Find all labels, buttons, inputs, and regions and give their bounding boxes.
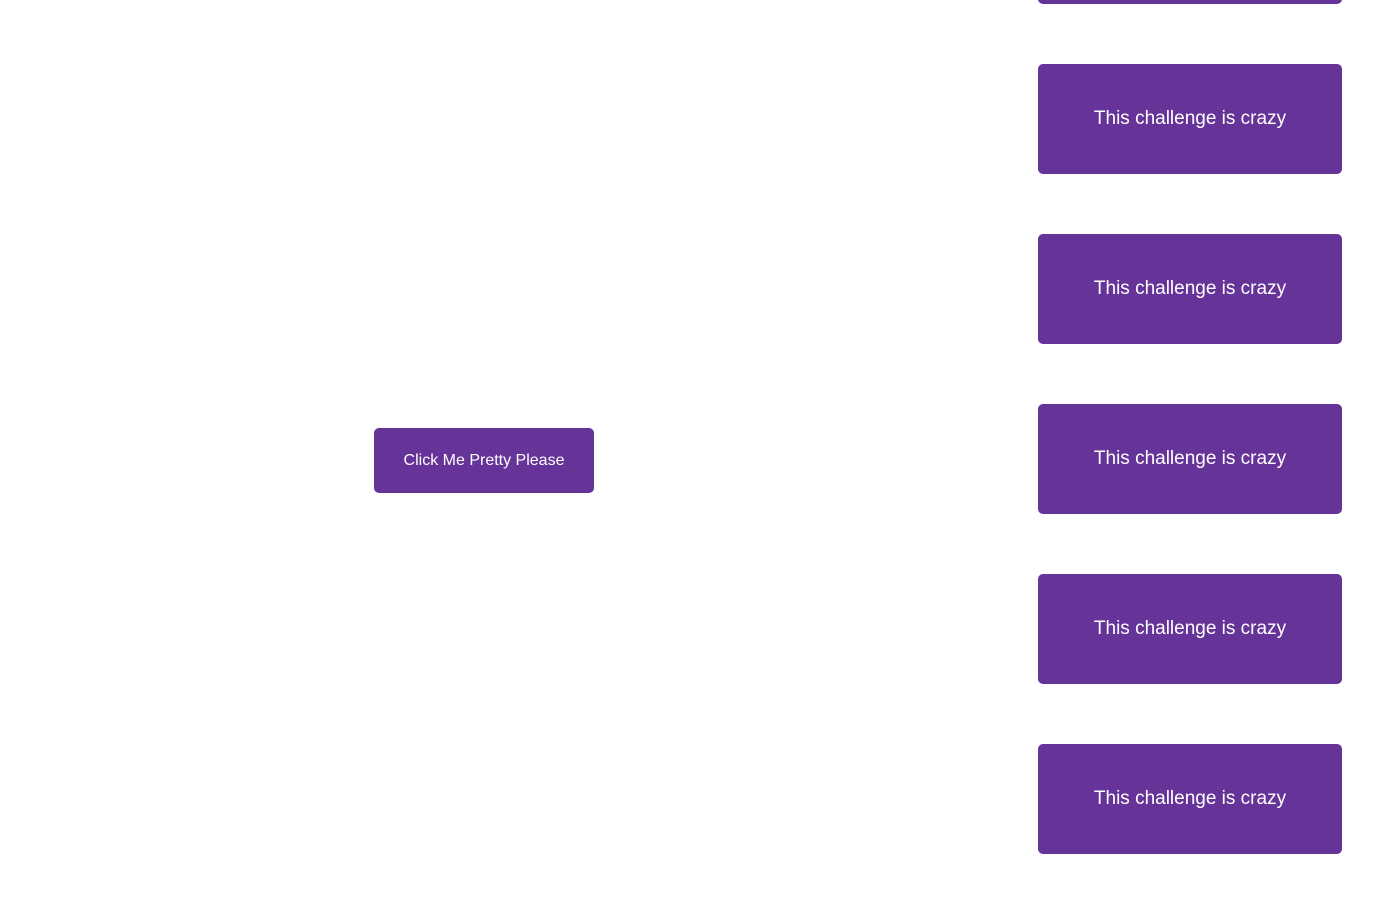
challenge-button[interactable]: This challenge is crazy: [1038, 234, 1342, 344]
challenge-button[interactable]: This challenge is crazy: [1038, 404, 1342, 514]
click-me-button[interactable]: Click Me Pretty Please: [374, 428, 594, 493]
challenge-button[interactable]: This challenge is crazy: [1038, 744, 1342, 854]
challenge-button[interactable]: This challenge is crazy: [1038, 64, 1342, 174]
challenge-button[interactable]: This challenge is crazy: [1038, 574, 1342, 684]
challenge-button-partial[interactable]: [1038, 0, 1342, 4]
